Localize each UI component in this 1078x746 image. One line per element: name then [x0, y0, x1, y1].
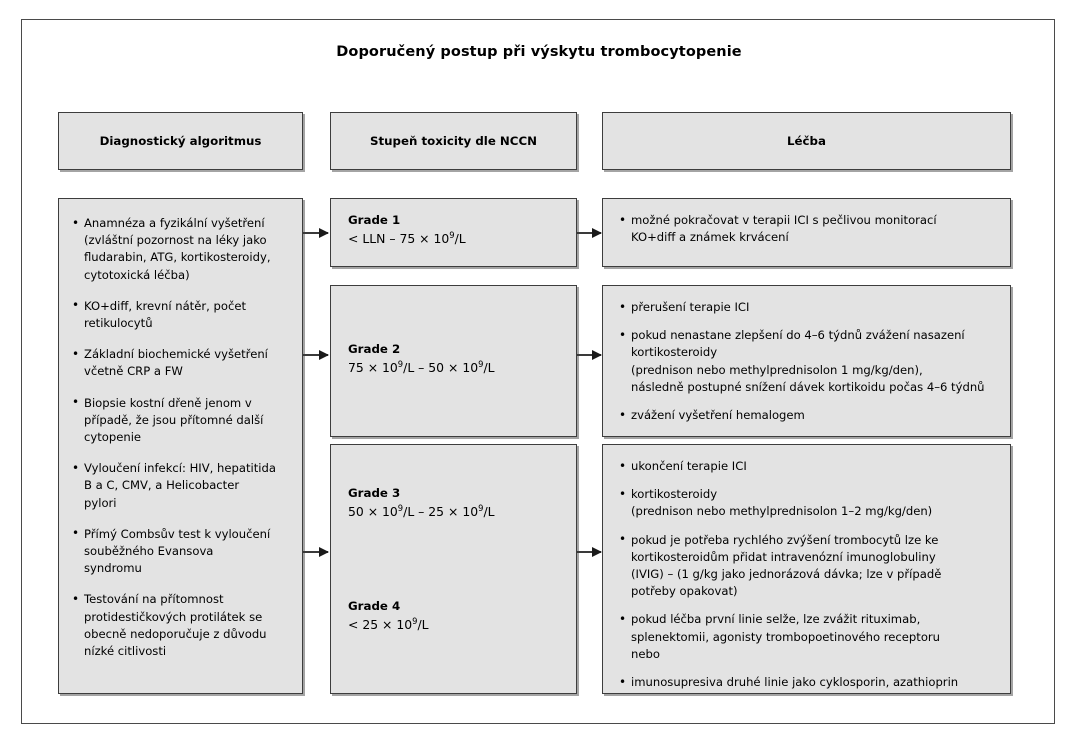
treatment-grade-3-4-list: ukončení terapie ICI kortikosteroidy (pr…: [603, 445, 1010, 712]
treatment-grade-1-box: možné pokračovat v terapii ICI s pečlivo…: [602, 198, 1011, 267]
treatment-grade-2-list: přerušení terapie ICI pokud nenastane zl…: [603, 286, 1010, 445]
list-item: kortikosteroidy (prednison nebo methylpr…: [617, 486, 998, 520]
column-header-toxicity-label: Stupeň toxicity dle NCCN: [369, 134, 537, 148]
list-item: KO+diff, krevní nátěr, počet retikulocyt…: [70, 297, 289, 332]
arrow-diagnostic-to-grade-1: [303, 227, 329, 238]
grade-1-label: Grade 1: [348, 213, 401, 227]
page-title: Doporučený postup při výskytu trombocyto…: [336, 44, 742, 60]
list-item: možné pokračovat v terapii ICI s pečlivo…: [617, 211, 998, 246]
list-item: ukončení terapie ICI: [617, 457, 998, 475]
grade-4-value: < 25 × 109/L: [348, 615, 429, 632]
treatment-grade-1-list: možné pokračovat v terapii ICI s pečlivo…: [603, 199, 1010, 267]
grade-4-label: Grade 4: [348, 599, 401, 613]
arrow-grade-1-to-treatment: [577, 227, 602, 238]
list-item: Testování na přítomnost protidestičkovýc…: [70, 591, 289, 660]
list-item: pokud je potřeba rychlého zvýšení trombo…: [617, 531, 998, 601]
column-header-diagnostic: Diagnostický algoritmus: [58, 112, 303, 170]
list-item: imunosupresiva druhé linie jako cyklospo…: [617, 674, 998, 691]
list-item: Biopsie kostní dřeně jenom v případě, že…: [70, 394, 289, 447]
list-item: Základní biochemické vyšetření včetně CR…: [70, 346, 289, 380]
column-header-treatment: Léčba: [602, 112, 1011, 170]
arrow-diagnostic-to-grade-2: [303, 349, 329, 360]
arrow-grade-3-4-to-treatment: [577, 546, 602, 557]
list-item: Anamnéza a fyzikální vyšetření (zvláštní…: [70, 215, 289, 284]
grade-1-value: < LLN – 75 × 109/L: [348, 229, 466, 246]
arrow-grade-2-to-treatment: [577, 349, 602, 360]
grade-2-value: 75 × 109/L – 50 × 109/L: [348, 358, 495, 375]
column-header-toxicity: Stupeň toxicity dle NCCN: [330, 112, 577, 170]
list-item: pokud léčba první linie selže, lze zváži…: [617, 611, 998, 663]
list-item: přerušení terapie ICI: [617, 298, 998, 316]
diagnostic-steps-list: Anamnéza a fyzikální vyšetření (zvláštní…: [59, 199, 302, 684]
list-item: Přímý Combsův test k vyloučení souběžnéh…: [70, 525, 289, 578]
list-item: Vyloučení infekcí: HIV, hepatitida B a C…: [70, 460, 289, 512]
grade-3-4-box: Grade 3 50 × 109/L – 25 × 109/L Grade 4 …: [330, 444, 577, 694]
diagnostic-algorithm-box: Anamnéza a fyzikální vyšetření (zvláštní…: [58, 198, 303, 694]
grade-3-label: Grade 3: [348, 486, 401, 500]
column-header-diagnostic-label: Diagnostický algoritmus: [99, 134, 262, 148]
treatment-grade-2-box: přerušení terapie ICI pokud nenastane zl…: [602, 285, 1011, 437]
list-item: zvážení vyšetření hemalogem: [617, 407, 998, 424]
list-item: pokud nenastane zlepšení do 4–6 týdnů zv…: [617, 327, 998, 396]
grade-3-value: 50 × 109/L – 25 × 109/L: [348, 502, 495, 519]
treatment-grade-3-4-box: ukončení terapie ICI kortikosteroidy (pr…: [602, 444, 1011, 694]
grade-1-box: Grade 1 < LLN – 75 × 109/L: [330, 198, 577, 267]
grade-2-box: Grade 2 75 × 109/L – 50 × 109/L: [330, 285, 577, 437]
column-header-treatment-label: Léčba: [787, 134, 826, 148]
grade-2-label: Grade 2: [348, 342, 401, 356]
arrow-diagnostic-to-grade-3-4: [303, 546, 329, 557]
